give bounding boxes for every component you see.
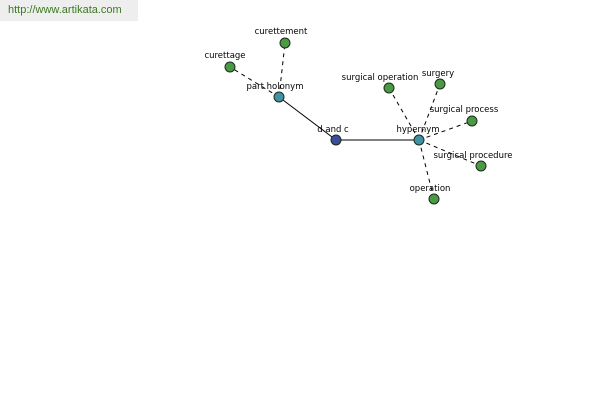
node-curettage-dot[interactable] [224, 61, 236, 73]
node-partholonym-dot[interactable] [273, 91, 285, 103]
node-surgicalprocess-dot[interactable] [466, 115, 478, 127]
node-operation[interactable]: operation [410, 184, 451, 205]
edge-partholonym-curettage [229, 66, 280, 98]
node-operation-label: operation [410, 184, 451, 194]
node-curettage-label: curettage [204, 51, 245, 61]
node-surgicaloperation-dot[interactable] [383, 82, 395, 94]
node-hypernym[interactable]: hypernym [396, 125, 440, 146]
edge-hypernym-surgicaloperation [388, 87, 420, 141]
edge-dandc-partholonym [278, 96, 337, 141]
node-dandc-dot[interactable] [330, 134, 342, 146]
node-dandc[interactable]: d and c [317, 125, 349, 146]
edge-hypernym-surgicalprocess [418, 120, 473, 141]
node-surgicalprocess[interactable]: surgical process [430, 105, 499, 127]
header-bar: http://www.artikata.com [0, 0, 138, 21]
node-surgery[interactable]: surgery [422, 69, 454, 90]
node-hypernym-label: hypernym [396, 125, 439, 135]
node-operation-dot[interactable] [428, 193, 440, 205]
node-partholonym-label: part holonym [247, 82, 304, 92]
node-surgicalprocedure-dot[interactable] [475, 160, 487, 172]
edges-layer [229, 42, 482, 200]
nodes-layer: d and c part holonym hypernym curettemen… [204, 27, 513, 205]
node-partholonym[interactable]: part holonym [247, 82, 304, 103]
node-surgicalprocedure[interactable]: surgical procedure [434, 151, 513, 172]
edge-hypernym-operation [418, 139, 435, 200]
node-curettement-label: curettement [255, 27, 308, 37]
edge-partholonym-curettement [278, 42, 286, 98]
node-surgery-label: surgery [422, 69, 454, 79]
node-surgery-dot[interactable] [434, 78, 446, 90]
node-surgicalprocedure-label: surgical procedure [434, 151, 513, 161]
edge-hypernym-surgery [418, 83, 441, 141]
node-curettement[interactable]: curettement [255, 27, 308, 49]
node-surgicaloperation[interactable]: surgical operation [342, 73, 419, 94]
node-curettage[interactable]: curettage [204, 51, 246, 73]
node-dandc-label: d and c [317, 125, 349, 135]
node-surgicalprocess-label: surgical process [430, 105, 499, 115]
site-url-link[interactable]: http://www.artikata.com [8, 4, 122, 16]
node-hypernym-dot[interactable] [413, 134, 425, 146]
node-surgicaloperation-label: surgical operation [342, 73, 419, 83]
node-curettement-dot[interactable] [279, 37, 291, 49]
edge-hypernym-surgicalprocedure [418, 139, 482, 167]
